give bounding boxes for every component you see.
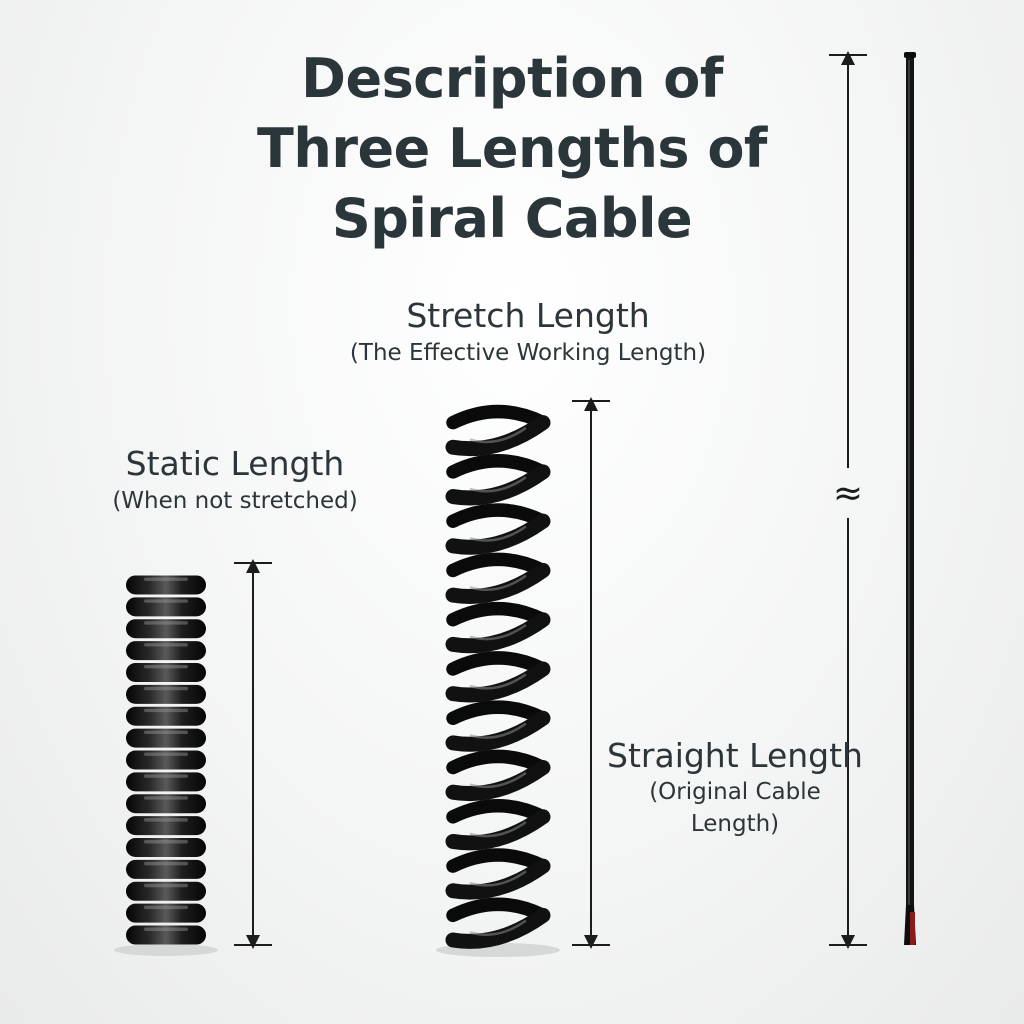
coil-turn — [126, 838, 206, 858]
spring-front-strand — [445, 415, 551, 457]
static-coil-shadow — [114, 944, 218, 956]
coil-highlight — [144, 818, 188, 822]
coil-turn — [126, 641, 206, 661]
break-symbol: ≈ — [833, 473, 863, 514]
static-length-label: Static Length (When not stretched) — [60, 444, 410, 518]
coil-turn — [126, 925, 206, 945]
spring-back-strand — [446, 798, 550, 824]
spring-back-strand — [446, 454, 550, 479]
straight-length-label: Straight Length (Original Cable Length) — [590, 736, 880, 840]
spring-highlight — [469, 624, 527, 641]
spring-back-strand — [446, 552, 550, 578]
coil-turn — [126, 750, 206, 770]
spring-back-strand — [446, 503, 550, 528]
spring-front-strand — [445, 513, 551, 555]
coil-highlight — [144, 927, 188, 931]
spring-back-strand — [446, 651, 550, 676]
coil-turn — [126, 662, 206, 682]
straight-length-dimension: ≈ — [829, 51, 867, 949]
straight-cable — [904, 52, 916, 945]
page-title: Description of Three Lengths of Spiral C… — [212, 44, 812, 254]
spring-front-strand — [445, 710, 551, 752]
stretched-coil-cable — [445, 404, 551, 949]
coil-highlight — [144, 577, 188, 581]
coil-highlight — [144, 905, 188, 910]
stretch-length-dimension — [572, 397, 610, 949]
spring-highlight — [469, 525, 527, 542]
coil-highlight — [144, 752, 188, 756]
coil-highlight — [144, 621, 188, 625]
coil-highlight — [144, 730, 188, 735]
coil-highlight — [144, 861, 188, 866]
title-line-2: Three Lengths of — [257, 117, 767, 180]
spring-front-strand — [445, 907, 551, 949]
coil-turn — [126, 772, 206, 792]
stretch-length-title: Stretch Length — [406, 296, 650, 335]
straight-length-note-line-1: (Original Cable — [649, 779, 821, 805]
coil-highlight — [144, 708, 188, 713]
coil-highlight — [144, 796, 188, 800]
static-coil-cable — [126, 575, 206, 945]
title-line-1: Description of — [301, 47, 723, 110]
coil-turn — [126, 706, 206, 726]
spring-highlight — [469, 870, 527, 887]
straight-length-title: Straight Length — [607, 736, 863, 775]
coil-turn — [126, 881, 206, 901]
coil-turn — [126, 859, 206, 879]
coil-highlight — [144, 664, 188, 669]
spring-highlight — [469, 772, 527, 789]
spring-back-strand — [446, 404, 550, 430]
spring-back-strand — [446, 848, 550, 873]
coil-turn — [126, 816, 206, 836]
coil-highlight — [144, 840, 188, 844]
spring-front-strand — [445, 760, 551, 802]
cable-tip-red — [910, 912, 915, 945]
spring-back-strand — [446, 897, 550, 923]
coil-turn — [126, 575, 206, 595]
spring-highlight — [469, 673, 527, 690]
spring-front-strand — [445, 809, 551, 851]
coil-turn — [126, 684, 206, 704]
spring-back-strand — [446, 700, 550, 726]
spring-highlight — [469, 575, 527, 592]
spring-highlight — [469, 476, 527, 493]
coil-highlight — [144, 599, 188, 603]
coil-turn — [126, 903, 206, 923]
spring-highlight — [469, 821, 527, 838]
spring-front-strand — [445, 562, 551, 604]
spring-back-strand — [446, 601, 550, 627]
coil-highlight — [144, 686, 188, 691]
coil-highlight — [144, 883, 188, 888]
coil-highlight — [144, 643, 188, 647]
spring-front-strand — [445, 661, 551, 703]
spring-highlight — [469, 427, 527, 444]
coil-turn — [126, 728, 206, 748]
spring-front-strand — [445, 858, 551, 900]
stretch-length-note: (The Effective Working Length) — [349, 340, 707, 366]
coil-turn — [126, 794, 206, 814]
static-length-title: Static Length — [125, 444, 345, 483]
spring-back-strand — [446, 749, 550, 775]
coil-turn — [126, 619, 206, 639]
static-length-dimension — [234, 559, 272, 949]
straight-length-note-line-2: Length) — [690, 811, 780, 837]
spring-highlight — [469, 722, 527, 739]
title-line-3: Spiral Cable — [331, 187, 693, 250]
spring-front-strand — [445, 464, 551, 506]
static-length-note: (When not stretched) — [112, 488, 358, 514]
coil-highlight — [144, 774, 188, 778]
stretch-length-label: Stretch Length (The Effective Working Le… — [318, 296, 738, 370]
spring-highlight — [469, 920, 527, 936]
spring-front-strand — [445, 612, 551, 654]
coil-turn — [126, 597, 206, 617]
